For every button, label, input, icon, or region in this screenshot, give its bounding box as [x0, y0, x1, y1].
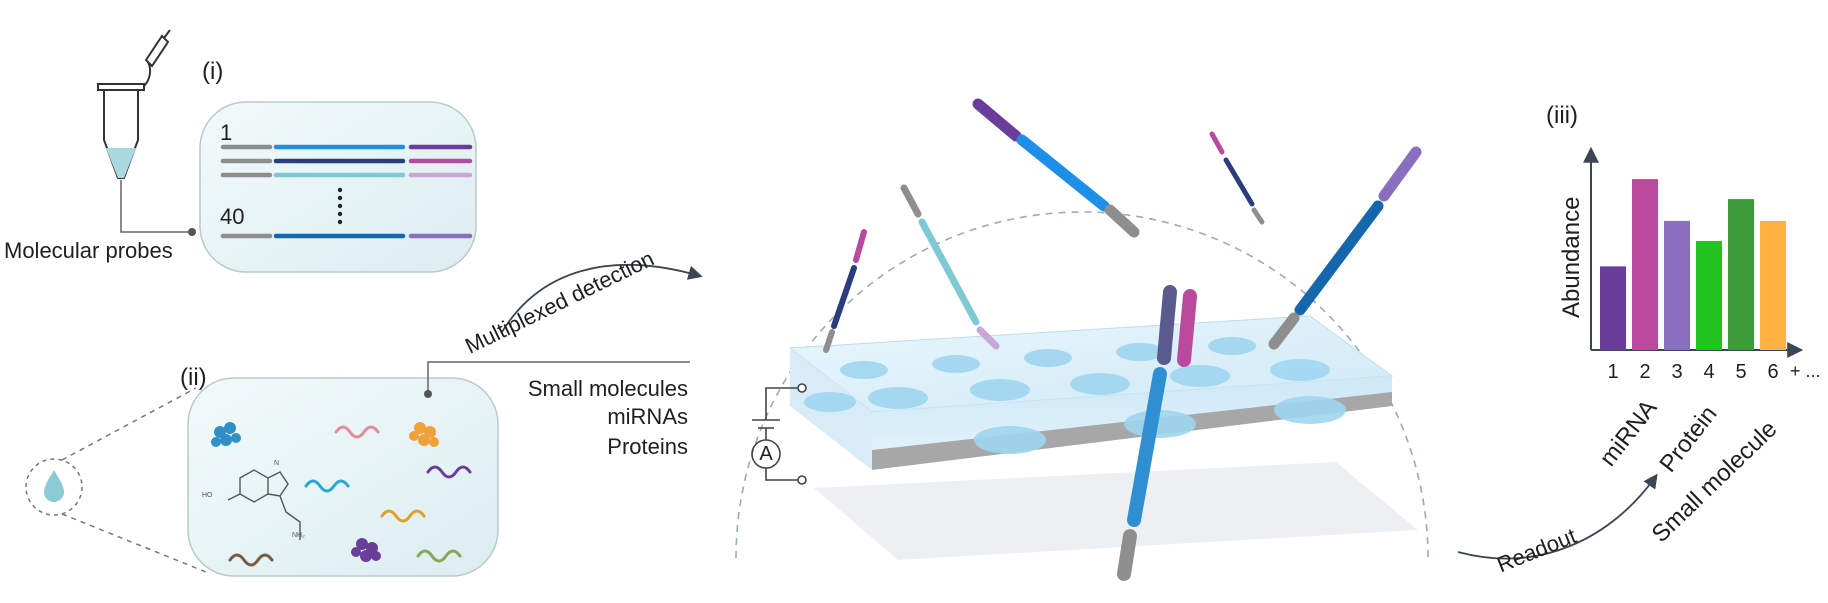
- mirna-strand: [416, 549, 462, 563]
- mirna-strand: [228, 553, 274, 567]
- protein-icon: [351, 538, 381, 562]
- x-tick-label: 3: [1671, 361, 1683, 383]
- probe-panel: [199, 101, 477, 273]
- x-tick-label: 4: [1703, 361, 1715, 383]
- readout-arrow: [1457, 473, 1658, 560]
- bar-5: [1728, 199, 1754, 350]
- protein-icon: [409, 422, 439, 447]
- probe-strand: [972, 98, 1140, 238]
- circuit: [751, 383, 807, 485]
- tube-connector: [120, 180, 190, 233]
- nh-label: N: [274, 460, 280, 467]
- ellipsis-dots: [337, 187, 343, 225]
- panel-iii-label: (iii): [1546, 102, 1578, 129]
- small-molecule-structure: [227, 469, 301, 540]
- mirna-strand: [334, 425, 380, 439]
- connector-dot: [188, 228, 196, 236]
- connector-dot: [424, 390, 432, 398]
- bar-6: [1760, 220, 1786, 350]
- x-tick-label: 2: [1639, 361, 1651, 383]
- molecular-probes-caption: Molecular probes: [4, 238, 173, 263]
- bar-2: [1632, 179, 1658, 350]
- x-tick-label: 1: [1607, 361, 1619, 383]
- probe-strand: [1117, 285, 1197, 581]
- probe-strand: [1268, 146, 1422, 350]
- electrode-array: [788, 315, 1394, 470]
- multiplexed-arrow: [501, 264, 703, 333]
- protein-icon: [211, 422, 241, 447]
- sample-connector: [427, 361, 690, 394]
- y-axis-label: Abundance: [1558, 196, 1585, 318]
- zoom-line: [61, 387, 197, 461]
- droplet-icon: [44, 470, 64, 502]
- bar-1: [1600, 266, 1626, 350]
- panel-ii-label: (ii): [180, 364, 207, 391]
- probe-strand: [900, 184, 1000, 350]
- mirna-strand: [304, 479, 350, 493]
- x-tick-label: 5: [1735, 361, 1747, 383]
- bar-chart: [1583, 146, 1804, 358]
- probe-list: [220, 144, 473, 239]
- zoom-line: [61, 513, 207, 573]
- bar-4: [1696, 240, 1722, 350]
- analyte-proteins: Proteins: [607, 434, 688, 459]
- mirna-strand: [426, 465, 472, 479]
- bar-3: [1664, 220, 1690, 350]
- nh2-label: NH₂: [292, 532, 305, 539]
- probe-strand: [1209, 131, 1265, 225]
- tube-icon: [97, 29, 171, 179]
- ho-label: HO: [202, 492, 213, 499]
- mirna-strand: [380, 509, 426, 523]
- probe-number-first: 1: [220, 120, 233, 145]
- probe-number-last: 40: [220, 204, 245, 229]
- floating-probes: [823, 98, 1422, 581]
- sample-drop-circle: [25, 458, 83, 516]
- ammeter-label: A: [759, 443, 773, 465]
- panel-i-label: (i): [202, 58, 224, 85]
- electrode-wells: [804, 337, 1346, 454]
- analyte-small-molecules: Small molecules: [527, 376, 688, 401]
- probe-strand: [823, 229, 867, 353]
- analyte-mirnas: miRNAs: [607, 404, 688, 429]
- x-more-label: + ...: [1790, 361, 1821, 381]
- x-tick-label: 6: [1767, 361, 1779, 383]
- slab-shadow: [814, 462, 1418, 560]
